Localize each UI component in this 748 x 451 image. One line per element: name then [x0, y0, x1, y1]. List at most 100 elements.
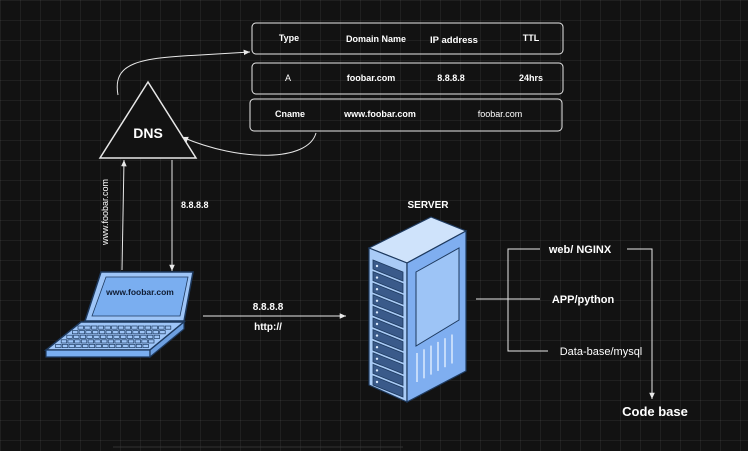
laptop-keyboard [55, 325, 172, 348]
laptop-base-side [149, 320, 185, 359]
laptop-key [124, 325, 131, 330]
laptop-screen [91, 276, 189, 317]
laptop-key [61, 344, 69, 348]
laptop-key [91, 325, 98, 330]
header-type: Type [279, 33, 299, 43]
laptop-key [93, 334, 100, 339]
laptop-key [77, 325, 84, 330]
server-drive-bay [372, 340, 404, 363]
server-drive-bay [372, 317, 404, 340]
laptop-key [84, 325, 91, 330]
request-protocol-label: http:// [254, 322, 282, 333]
laptop-key [101, 339, 108, 344]
server-drive-bay [372, 294, 404, 317]
laptop-key [127, 339, 135, 344]
dns-node: DNS [98, 80, 198, 159]
laptop-key [78, 330, 85, 335]
laptop-key [131, 325, 138, 330]
server-drive-bay [372, 259, 404, 282]
server-drive-bay [372, 352, 404, 375]
laptop-key [107, 339, 115, 344]
header-ttl: TTL [523, 33, 540, 43]
laptop-key [68, 344, 75, 348]
laptop-key [164, 325, 172, 330]
server-drive-bay [372, 271, 404, 294]
record-a-ttl: 24hrs [519, 73, 543, 83]
header-ip-address: IP address [430, 35, 478, 46]
laptop-key [72, 330, 79, 335]
server-side-panel [415, 247, 460, 347]
server-drive-led [375, 334, 379, 337]
server-vents [416, 334, 453, 382]
laptop-key [120, 334, 127, 339]
server-drive-bays [372, 259, 404, 398]
dns-record-a-box [251, 62, 564, 95]
laptop-key [86, 334, 93, 339]
laptop-key [88, 344, 96, 348]
record-cname-domain: www.foobar.com [343, 109, 416, 119]
laptop-screen-text: www.foobar.com [105, 287, 174, 297]
component-app-python: APP/python [552, 294, 615, 306]
codebase-arrow [627, 248, 655, 399]
laptop-key [151, 325, 158, 330]
laptop-key [139, 330, 146, 335]
request-ip-label: 8.8.8.8 [253, 302, 284, 313]
server-drive-bay [372, 305, 404, 328]
laptop-key [85, 330, 92, 335]
laptop-key [121, 339, 128, 344]
server-drive-led [375, 311, 379, 314]
laptop-key [129, 344, 136, 348]
server-drive-led [375, 276, 379, 279]
laptop-key [108, 344, 116, 348]
record-a-ip: 8.8.8.8 [437, 73, 465, 83]
laptop-key [98, 330, 106, 335]
server-drive-bay [372, 282, 404, 305]
laptop-key [75, 344, 82, 348]
laptop-key [112, 330, 119, 335]
record-cname-target: foobar.com [478, 109, 523, 119]
laptop-key [92, 330, 99, 335]
server-drive-led [375, 322, 379, 326]
record-cname-type: Cname [275, 109, 305, 119]
laptop-key [153, 334, 160, 339]
laptop-key [133, 334, 140, 339]
components-bracket [507, 248, 548, 352]
laptop-key [67, 339, 74, 344]
laptop-key [95, 344, 102, 348]
laptop-key [60, 339, 68, 344]
laptop-key [97, 325, 104, 330]
laptop-key [152, 330, 159, 335]
table-to-dns-arrow [181, 132, 317, 156]
server-drive-bay [372, 363, 404, 386]
laptop-key [73, 334, 80, 339]
laptop-key [87, 339, 94, 344]
query-label: www.foobar.com [100, 179, 110, 246]
record-a-domain: foobar.com [347, 73, 396, 83]
laptop-key [102, 344, 109, 348]
dns-triangle [98, 80, 198, 159]
record-a-type: A [285, 73, 291, 83]
laptop-key [134, 339, 141, 344]
laptop-key [122, 344, 129, 348]
laptop-key [135, 344, 143, 348]
laptop-key [104, 325, 111, 330]
laptop-key [147, 334, 154, 339]
server-drive-led [375, 357, 379, 360]
laptop-key [111, 325, 118, 330]
laptop-key [145, 330, 153, 335]
laptop-key [125, 330, 132, 335]
laptop-key [119, 330, 126, 335]
server-drive-led [375, 264, 379, 268]
laptop-key [79, 334, 87, 339]
laptop-key [94, 339, 101, 344]
server-drive-led [375, 380, 379, 384]
server-drive-led [375, 369, 379, 372]
server-title: SERVER [408, 200, 450, 211]
laptop-key [132, 330, 139, 335]
laptop-key [66, 334, 73, 339]
dns-record-cname-box [249, 98, 563, 132]
laptop-key [126, 334, 134, 339]
response-label: 8.8.8.8 [181, 200, 209, 210]
dns-table: Type Domain Name IP address TTL A foobar… [249, 22, 564, 132]
